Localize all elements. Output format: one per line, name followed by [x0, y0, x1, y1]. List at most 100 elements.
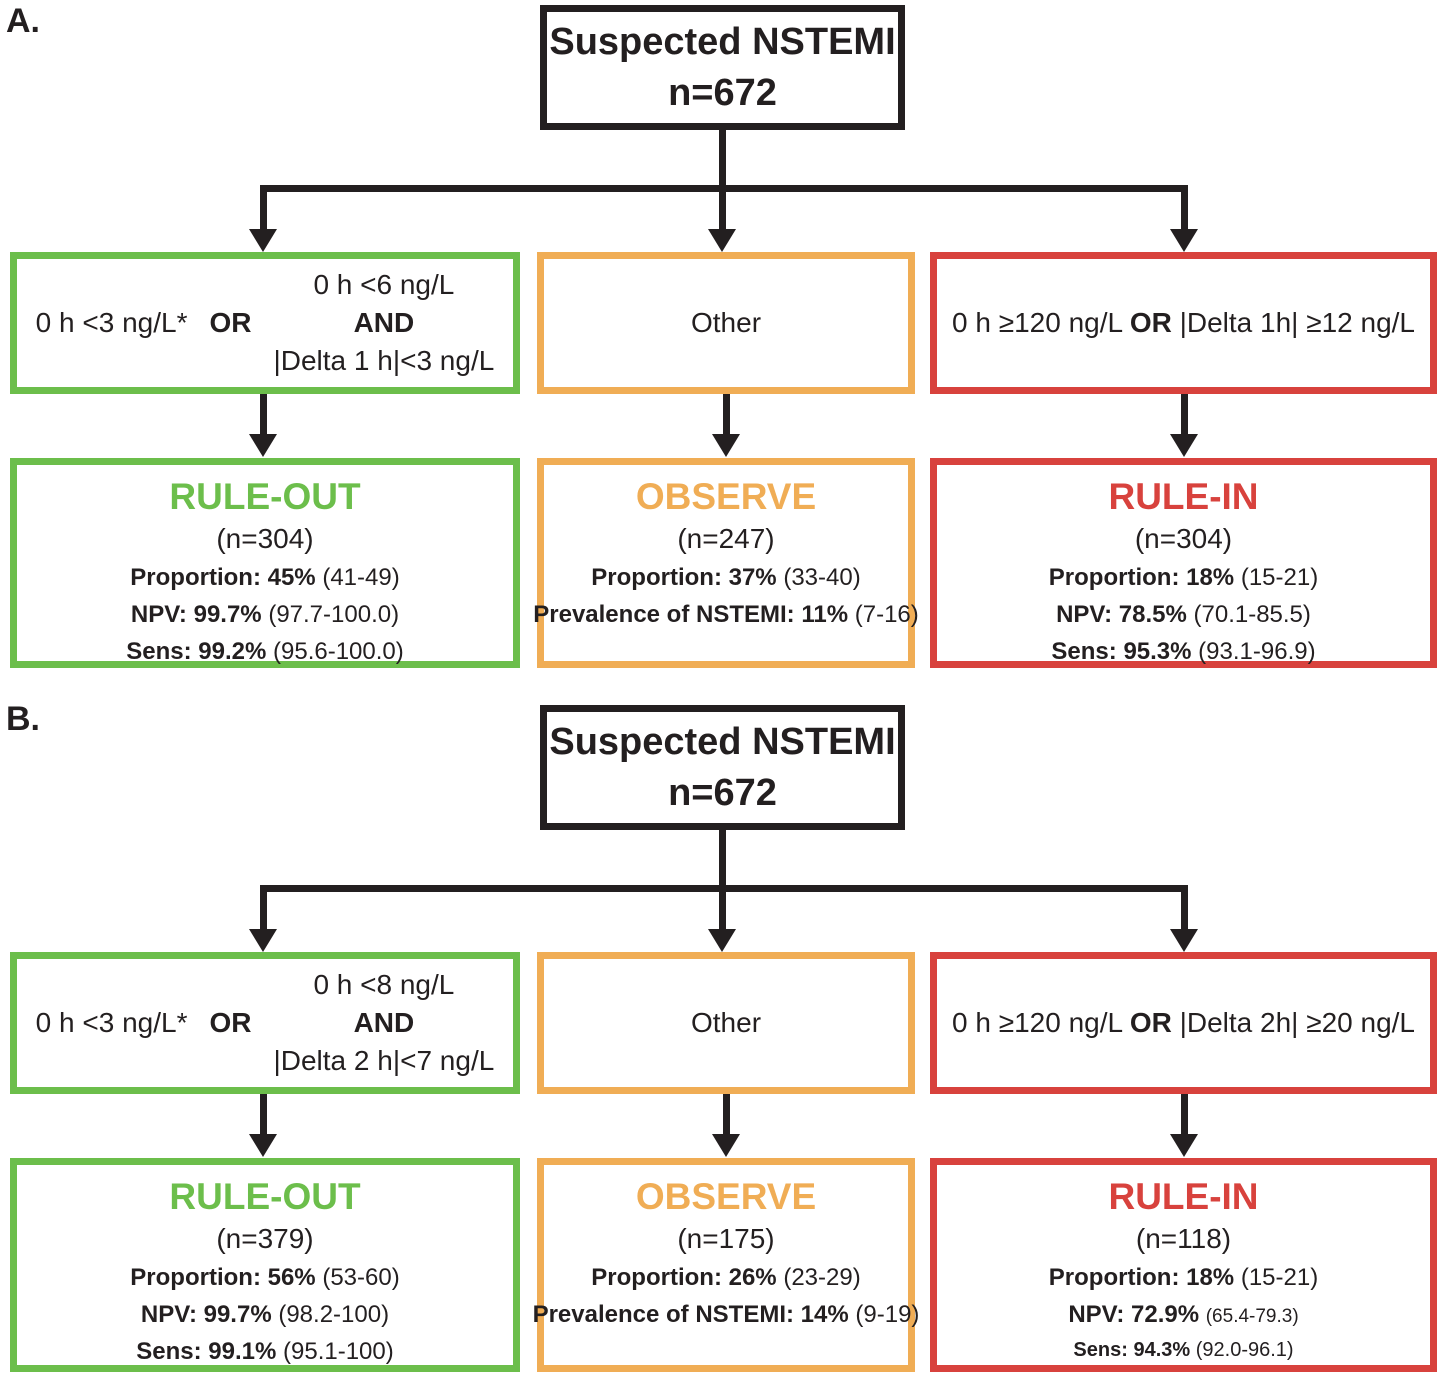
criteria-other: Other [690, 1007, 762, 1039]
outcome-count: (n=247) [677, 523, 775, 555]
criteria-box-observe-b: Other [537, 952, 915, 1094]
arrow-shaft [259, 1094, 267, 1134]
panel-b-label: B. [6, 700, 40, 738]
outcome-box-rulein-a: RULE-IN (n=304) Proportion: 18% (15-21) … [930, 458, 1437, 668]
down-arrow-icon [712, 394, 740, 457]
outcome-title: RULE-IN [1108, 1176, 1259, 1217]
criteria-and-line1: 0 h <6 ng/L [313, 269, 455, 301]
stat-label: NPV: [1056, 600, 1113, 628]
arrow-head [712, 1134, 740, 1157]
stat-value: 99.7% [193, 600, 262, 628]
stat-ci: (70.1-85.5) [1193, 600, 1311, 628]
outcome-box-ruleout-a: RULE-OUT (n=304) Proportion: 45% (41-49)… [10, 458, 520, 668]
stat-ci: (15-21) [1240, 563, 1319, 591]
arrow-head [1170, 1134, 1198, 1157]
outcome-box-observe-b: OBSERVE (n=175) Proportion: 26% (23-29) … [533, 1158, 919, 1372]
connector-stem [719, 130, 726, 188]
outcome-count: (n=118) [1135, 1223, 1232, 1255]
stat-value: 99.1% [208, 1337, 277, 1365]
panel-a-label: A. [6, 2, 40, 40]
stat-ci: (93.1-96.9) [1198, 637, 1316, 665]
or-operator: OR [209, 307, 252, 339]
arrow-head [249, 229, 277, 252]
criteria-right: |Delta 1h| ≥12 ng/L [1179, 307, 1415, 339]
stat-ci: (9-19) [855, 1300, 920, 1328]
criteria-box-rulein-a: 0 h ≥120 ng/L OR |Delta 1h| ≥12 ng/L [930, 252, 1437, 394]
outcome-title: RULE-IN [1108, 476, 1259, 517]
stat-line: Proportion: 37% (33-40) [591, 559, 860, 596]
arrow-head [1170, 929, 1198, 952]
criteria-left: 0 h ≥120 ng/L [952, 1007, 1123, 1039]
criteria-box-observe-a: Other [537, 252, 915, 394]
and-operator: AND [353, 1007, 415, 1039]
down-arrow-icon [249, 394, 277, 457]
or-operator: OR [1129, 1007, 1172, 1039]
outcome-count: (n=304) [1134, 523, 1233, 555]
criteria-left: 0 h <3 ng/L* [35, 1007, 188, 1039]
arrow-shaft [722, 1094, 730, 1134]
stat-ci: (41-49) [322, 563, 400, 591]
stat-line: NPV: 72.9% (65.4-79.3) [1068, 1296, 1298, 1333]
stat-label: NPV: [1068, 1300, 1125, 1328]
stat-label: NPV: [140, 1300, 197, 1328]
arrow-shaft [718, 192, 726, 229]
criteria-rulein-text: 0 h ≥120 ng/L OR |Delta 2h| ≥20 ng/L [952, 1004, 1415, 1042]
stat-ci: (98.2-100) [278, 1300, 390, 1328]
criteria-and-group: 0 h <6 ng/L AND |Delta 1 h|<3 ng/L [273, 266, 494, 379]
stat-label: Proportion: [1048, 1263, 1180, 1291]
root-count: n=672 [668, 771, 777, 814]
down-arrow-icon [249, 188, 277, 252]
arrow-shaft [722, 394, 730, 434]
root-title: Suspected NSTEMI [549, 721, 896, 764]
down-arrow-icon [712, 1094, 740, 1157]
arrow-shaft [1180, 888, 1188, 929]
stat-label: Sens: [136, 1337, 202, 1365]
stat-label: Proportion: [1048, 563, 1180, 591]
stat-line: Sens: 94.3% (92.0-96.1) [1073, 1333, 1293, 1367]
criteria-box-ruleout-a: 0 h <3 ng/L* OR 0 h <6 ng/L AND |Delta 1… [10, 252, 520, 394]
root-box-b: Suspected NSTEMI n=672 [540, 705, 905, 830]
criteria-other: Other [690, 307, 762, 339]
arrow-shaft [1180, 394, 1188, 434]
outcome-title: RULE-OUT [169, 476, 361, 517]
down-arrow-icon [708, 192, 736, 252]
stat-line: Sens: 95.3% (93.1-96.9) [1051, 633, 1315, 670]
stat-value: 14% [800, 1300, 849, 1328]
down-arrow-icon [1170, 394, 1198, 457]
stat-line: Proportion: 26% (23-29) [591, 1259, 860, 1296]
stat-ci: (53-60) [322, 1263, 400, 1291]
stat-value: 72.9% [1131, 1300, 1200, 1328]
stat-line: Sens: 99.2% (95.6-100.0) [126, 633, 404, 670]
stat-ci: (15-21) [1240, 1263, 1319, 1291]
arrow-shaft [1180, 1094, 1188, 1134]
stat-line: Proportion: 18% (15-21) [1049, 559, 1318, 596]
stat-label: NPV: [130, 600, 187, 628]
or-operator: OR [209, 1007, 252, 1039]
stat-ci: (33-40) [783, 563, 861, 591]
stat-line: Proportion: 45% (41-49) [130, 559, 399, 596]
stat-ci: (23-29) [783, 1263, 861, 1291]
stat-line: NPV: 78.5% (70.1-85.5) [1056, 596, 1311, 633]
arrow-shaft [1180, 188, 1188, 229]
stat-line: Proportion: 18% (15-21) [1049, 1259, 1318, 1296]
outcome-count: (n=379) [216, 1223, 314, 1255]
stat-value: 56% [267, 1263, 316, 1291]
connector-stem [719, 830, 726, 888]
or-operator: OR [1129, 307, 1172, 339]
stat-line: Prevalence of NSTEMI: 11% (7-16) [533, 596, 919, 633]
stat-ci: (92.0-96.1) [1195, 1338, 1294, 1361]
stat-label: Sens: [126, 637, 192, 665]
stat-value: 37% [728, 563, 777, 591]
down-arrow-icon [1170, 1094, 1198, 1157]
outcome-count: (n=304) [216, 523, 314, 555]
stat-line: NPV: 99.7% (98.2-100) [141, 1296, 389, 1333]
arrow-head [708, 929, 736, 952]
arrow-shaft [259, 394, 267, 434]
down-arrow-icon [249, 1094, 277, 1157]
stat-label: Prevalence of NSTEMI: [533, 600, 795, 628]
stat-ci: (95.6-100.0) [273, 637, 404, 665]
stat-ci: (65.4-79.3) [1205, 1305, 1299, 1327]
criteria-box-ruleout-b: 0 h <3 ng/L* OR 0 h <8 ng/L AND |Delta 2… [10, 952, 520, 1094]
outcome-box-ruleout-b: RULE-OUT (n=379) Proportion: 56% (53-60)… [10, 1158, 520, 1372]
